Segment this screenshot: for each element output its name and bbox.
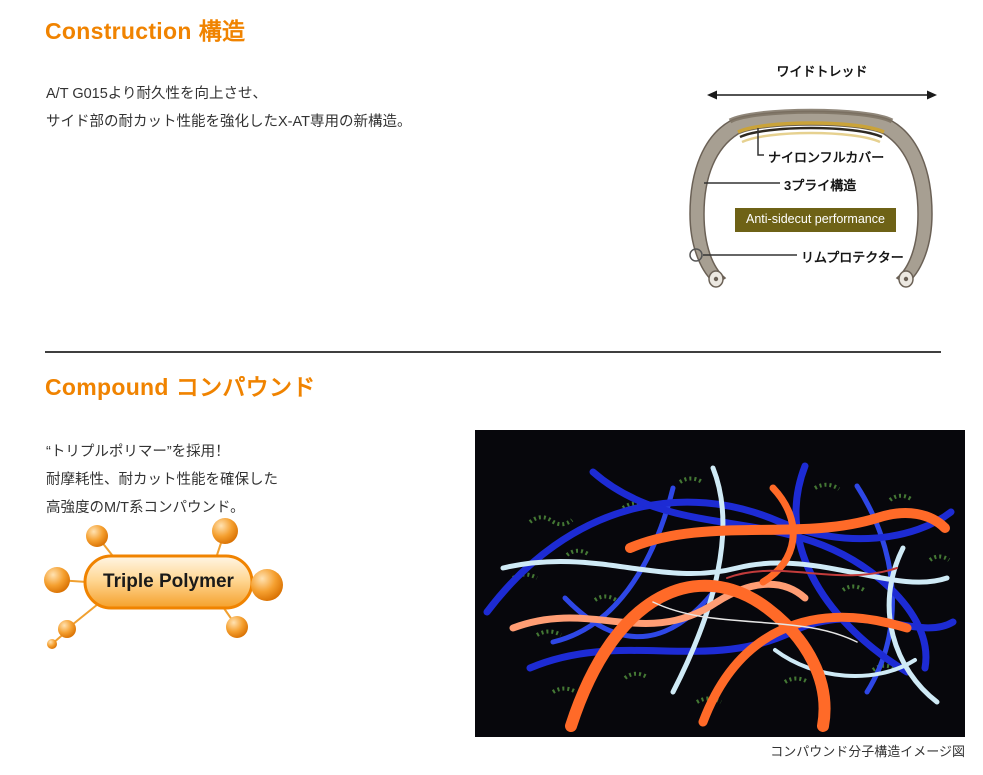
compound-body-line: 耐摩耗性、耐カット性能を確保した [46, 472, 278, 488]
section-divider [45, 351, 941, 353]
construction-heading-ja: 構造 [198, 18, 246, 44]
compound-heading-ja: コンパウンド [175, 374, 316, 400]
tire-cross-section-illustration [689, 90, 937, 288]
rim-protector-label: リムプロテクター [801, 250, 904, 265]
compound-body-line: 高強度のM/T系コンパウンド。 [46, 500, 245, 516]
molecule-image [475, 430, 965, 737]
thin-strands [652, 567, 898, 643]
triple-polymer-label: Triple Polymer [103, 571, 234, 592]
polymer-molecule-icon [44, 518, 283, 649]
tread-surface [728, 108, 894, 124]
wide-tread-label: ワイドトレッド [776, 64, 868, 79]
tire-diagram: ワイドトレッド ナイロンフルカバー 3プライ構造 Anti-sidecut pe… [680, 58, 942, 300]
compound-body-line: “トリプルポリマー”を採用！ [46, 444, 230, 460]
belt-layers [737, 121, 885, 144]
three-ply-label: 3プライ構造 [784, 178, 857, 193]
sulfur-speckles [511, 476, 951, 704]
molecule-caption: コンパウンド分子構造イメージ図 [770, 744, 965, 759]
bead-right [898, 270, 914, 288]
leader-lines [689, 128, 797, 262]
construction-body-line: A/T G015より耐久性を向上させ、 [46, 86, 268, 102]
bead-left [708, 270, 724, 288]
triple-polymer-badge [38, 512, 288, 662]
anti-sidecut-badge: Anti-sidecut performance [735, 208, 896, 232]
compound-molecule-illustration [475, 430, 965, 737]
construction-body-line: サイド部の耐カット性能を強化したX-AT専用の新構造。 [46, 114, 412, 130]
compound-heading-en: Compound [45, 374, 169, 400]
molecule-spheres [44, 518, 283, 649]
orange-strands [509, 484, 950, 732]
compound-body: “トリプルポリマー”を採用！ 耐摩耗性、耐カット性能を確保した 高強度のM/T系… [46, 438, 278, 522]
width-arrow-icon [707, 90, 937, 100]
nylon-full-cover-label: ナイロンフルカバー [768, 150, 885, 165]
construction-body: A/T G015より耐久性を向上させ、 サイド部の耐カット性能を強化したX-AT… [46, 80, 411, 136]
construction-heading-en: Construction [45, 18, 192, 44]
